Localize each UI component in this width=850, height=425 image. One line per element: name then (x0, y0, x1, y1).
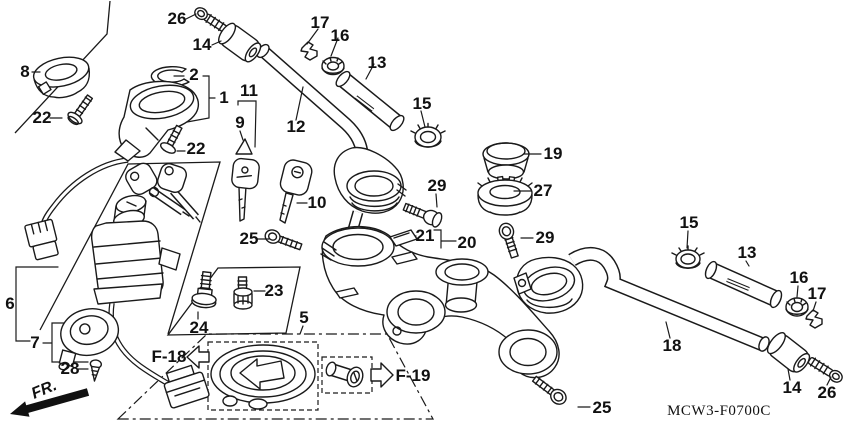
callout-28: 28 (61, 359, 80, 378)
screw-22-left (67, 94, 94, 126)
holder-assy-1 (114, 80, 200, 162)
callout-29-left: 29 (428, 176, 447, 195)
callout-2: 2 (189, 65, 198, 84)
bolt-29-right (498, 222, 519, 259)
callout-13-right: 13 (738, 243, 757, 262)
dust-seal-27 (477, 177, 533, 216)
immobilizer-7 (58, 308, 120, 371)
callout-14-right: 14 (783, 378, 802, 397)
callout-26-right: 26 (818, 383, 837, 402)
bolt-25-left (264, 229, 303, 251)
callout-25-left: 25 (240, 229, 259, 248)
ring-nut-16-right (785, 297, 809, 317)
connector-lower (163, 364, 210, 409)
callout-1: 1 (219, 88, 228, 107)
f19-arrow-icon (370, 362, 394, 388)
callout-16-left: 16 (331, 26, 350, 45)
callout-11: 11 (240, 81, 258, 100)
callout-18: 18 (663, 336, 682, 355)
callout-26-left: 26 (168, 9, 187, 28)
screw-26-right (807, 357, 843, 383)
callout-12: 12 (287, 117, 306, 136)
callout-17-left: 17 (311, 13, 330, 32)
f19-label: F-19 (396, 366, 431, 385)
callout-13-left: 13 (368, 53, 387, 72)
callout-29-right: 29 (536, 228, 555, 247)
callout-24: 24 (190, 318, 209, 337)
key-10 (279, 159, 313, 224)
fuel-cap-drawing (210, 344, 316, 410)
callout-6: 6 (5, 294, 14, 313)
group-ignition-lock (24, 56, 313, 409)
fr-direction-arrow-icon (10, 388, 90, 417)
callout-8: 8 (20, 62, 29, 81)
callout-labels: 26 14 17 16 13 15 12 8 22 2 1 11 9 22 19… (5, 9, 836, 417)
group-left-handlebar (194, 7, 446, 239)
callout-25-right: 25 (593, 398, 612, 417)
group-right-handlebar (513, 245, 843, 405)
callout-27: 27 (534, 181, 553, 200)
bolt-29-left (402, 202, 443, 228)
group-reference: FR. F-18 F-19 MCW3-F0700C (10, 344, 771, 419)
callout-19: 19 (544, 144, 563, 163)
callout-5: 5 (299, 308, 308, 327)
callout-14-left: 14 (193, 35, 212, 54)
callout-16-right: 16 (790, 268, 809, 287)
connector-upper (24, 218, 59, 261)
clip-17-left (300, 41, 318, 61)
flange-nut-15-right (671, 245, 705, 269)
callout-9: 9 (235, 113, 244, 132)
bolt-23 (233, 276, 253, 310)
ignition-keys (125, 162, 201, 223)
group-top-bridge (191, 142, 560, 379)
callout-15-left: 15 (413, 94, 432, 113)
callout-10: 10 (308, 193, 327, 212)
lock-cylinder-drawing (325, 361, 364, 388)
drawing-code: MCW3-F0700C (667, 403, 771, 419)
callout-22-lower: 22 (187, 139, 206, 158)
bolt-24 (191, 271, 217, 309)
key-blank-9 (231, 138, 260, 222)
bar-end-weight-14-left (218, 22, 262, 63)
ring-nut-16-left (321, 56, 345, 76)
leader-lines (31, 13, 832, 408)
screw-22-lower (159, 124, 183, 154)
callout-23: 23 (265, 281, 284, 300)
bar-end-weight-14-right (766, 332, 811, 373)
f18-arrow-icon (186, 345, 210, 369)
callout-21: 21 (416, 226, 435, 245)
washer-2 (150, 66, 190, 87)
bolt-25-right (531, 375, 567, 405)
plate-21 (389, 229, 418, 247)
flange-nut-15-left (410, 122, 446, 148)
screw-28 (89, 359, 103, 382)
clip-17-right (805, 309, 823, 329)
callout-15-right: 15 (680, 213, 699, 232)
ignition-switch-body (90, 194, 181, 305)
callout-7: 7 (30, 333, 39, 352)
lock-cover-8 (32, 56, 91, 99)
handle-holder-left (333, 146, 407, 239)
screw-26-left (194, 7, 228, 33)
handle-holder-right (513, 256, 584, 314)
callout-20: 20 (458, 233, 477, 252)
callout-17-right: 17 (808, 284, 827, 303)
f18-label: F-18 (152, 347, 187, 366)
callout-22-left: 22 (33, 108, 52, 127)
